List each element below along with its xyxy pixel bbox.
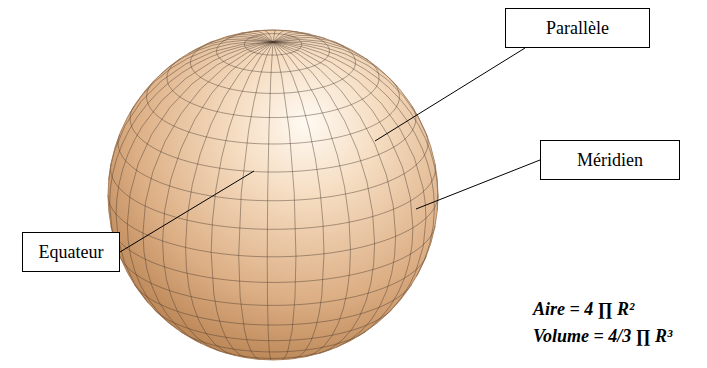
leader-lines (120, 48, 540, 252)
graticule-lines (108, 30, 438, 360)
formula-text: Aire = 4 ∏ R² (533, 299, 634, 320)
leader-line (375, 48, 525, 141)
formula-text: Volume = 4/3 ∏ R³ (533, 326, 673, 347)
label-text: Parallèle (546, 18, 609, 39)
sphere-outline (108, 30, 438, 360)
parallel-label-box: Parallèle (505, 8, 650, 48)
label-text: Méridien (577, 150, 643, 171)
equator-label-box: Equateur (22, 232, 120, 272)
sphere (108, 30, 438, 360)
leader-line (416, 160, 540, 209)
sphere-surface (108, 30, 438, 360)
leader-line (120, 171, 254, 252)
meridian-label-box: Méridien (540, 140, 680, 180)
label-text: Equateur (39, 242, 104, 263)
